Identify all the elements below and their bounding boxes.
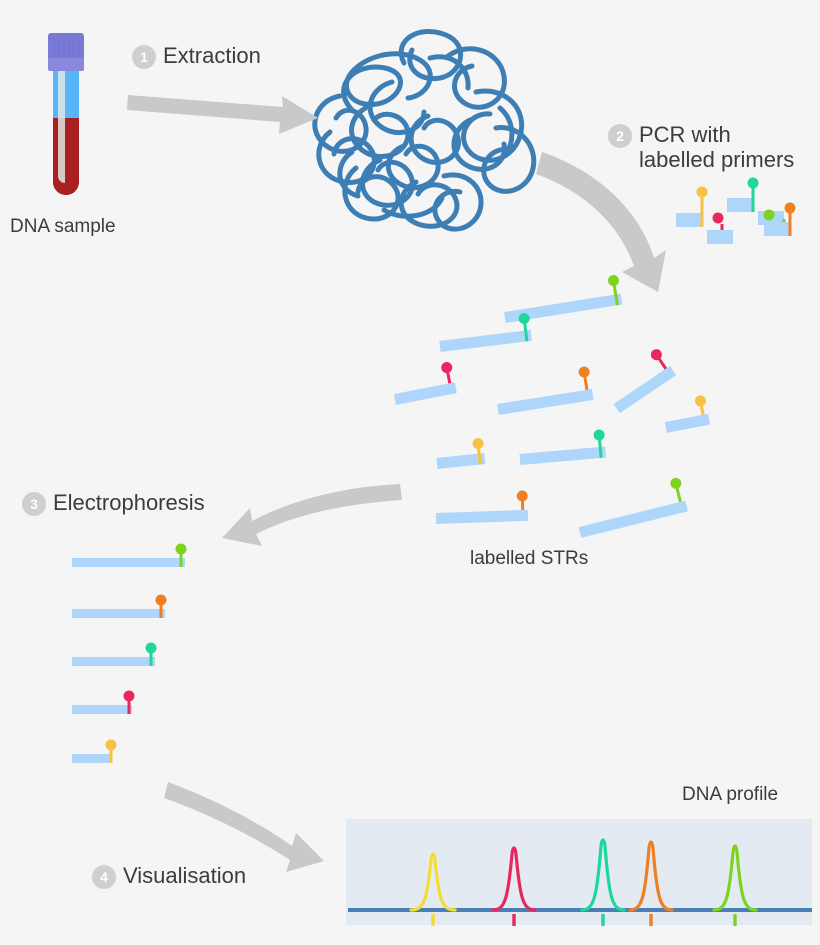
step-4-visualisation: 4 Visualisation	[92, 863, 246, 889]
step-2-label: PCR with labelled primers	[639, 122, 795, 172]
arrow-electrophoresis	[222, 484, 402, 546]
dna-profile-chart	[346, 819, 812, 926]
str-7	[436, 438, 486, 469]
step-1-extraction: 1 Extraction	[132, 43, 261, 69]
str-6	[664, 395, 711, 433]
str-9	[435, 490, 529, 524]
primer-5	[764, 202, 796, 236]
peak-lime	[712, 844, 758, 912]
electrophoresis-ladder	[72, 543, 187, 763]
str-1	[504, 275, 623, 323]
step-4-badge: 4	[92, 865, 116, 889]
str-pool	[393, 275, 711, 538]
dna-profile-caption: DNA profile	[682, 784, 779, 805]
ladder-bar-1	[72, 543, 187, 567]
step-3-badge: 3	[22, 492, 46, 516]
step-2-pcr: 2 PCR with labelled primers	[608, 122, 794, 172]
step-1-label: Extraction	[163, 43, 261, 68]
ladder-bar-3	[72, 642, 157, 666]
str-10	[578, 477, 688, 538]
step-3-electrophoresis: 3 Electrophoresis	[22, 490, 205, 516]
labelled-strs-caption: labelled STRs	[470, 548, 589, 569]
tangled-dna	[312, 28, 537, 232]
step-2-badge: 2	[608, 124, 632, 148]
peak-orange	[628, 840, 674, 912]
step-1-badge: 1	[132, 45, 156, 69]
ladder-bar-2	[72, 594, 167, 618]
arrow-pcr	[536, 152, 666, 292]
str-2	[439, 313, 532, 352]
peak-pink	[491, 846, 537, 912]
arrow-extraction	[127, 95, 318, 134]
arrow-visualisation	[164, 782, 324, 872]
dna-sample-caption: DNA sample	[10, 216, 116, 237]
str-4	[497, 366, 594, 415]
primer-4	[707, 212, 733, 244]
dna-sample-tube	[48, 33, 84, 195]
ladder-bar-4	[72, 690, 135, 714]
primer-group	[676, 177, 796, 244]
ladder-bar-5	[72, 739, 117, 763]
str-5	[613, 349, 677, 414]
primer-2	[727, 177, 759, 212]
peak-springgreen	[580, 838, 626, 912]
step-4-label: Visualisation	[123, 863, 247, 888]
step-3-label: Electrophoresis	[53, 490, 205, 515]
profile-panel	[346, 819, 812, 925]
str-8	[519, 429, 607, 465]
peak-yellow	[409, 852, 457, 912]
primer-1	[676, 186, 708, 227]
str-3	[393, 362, 457, 405]
